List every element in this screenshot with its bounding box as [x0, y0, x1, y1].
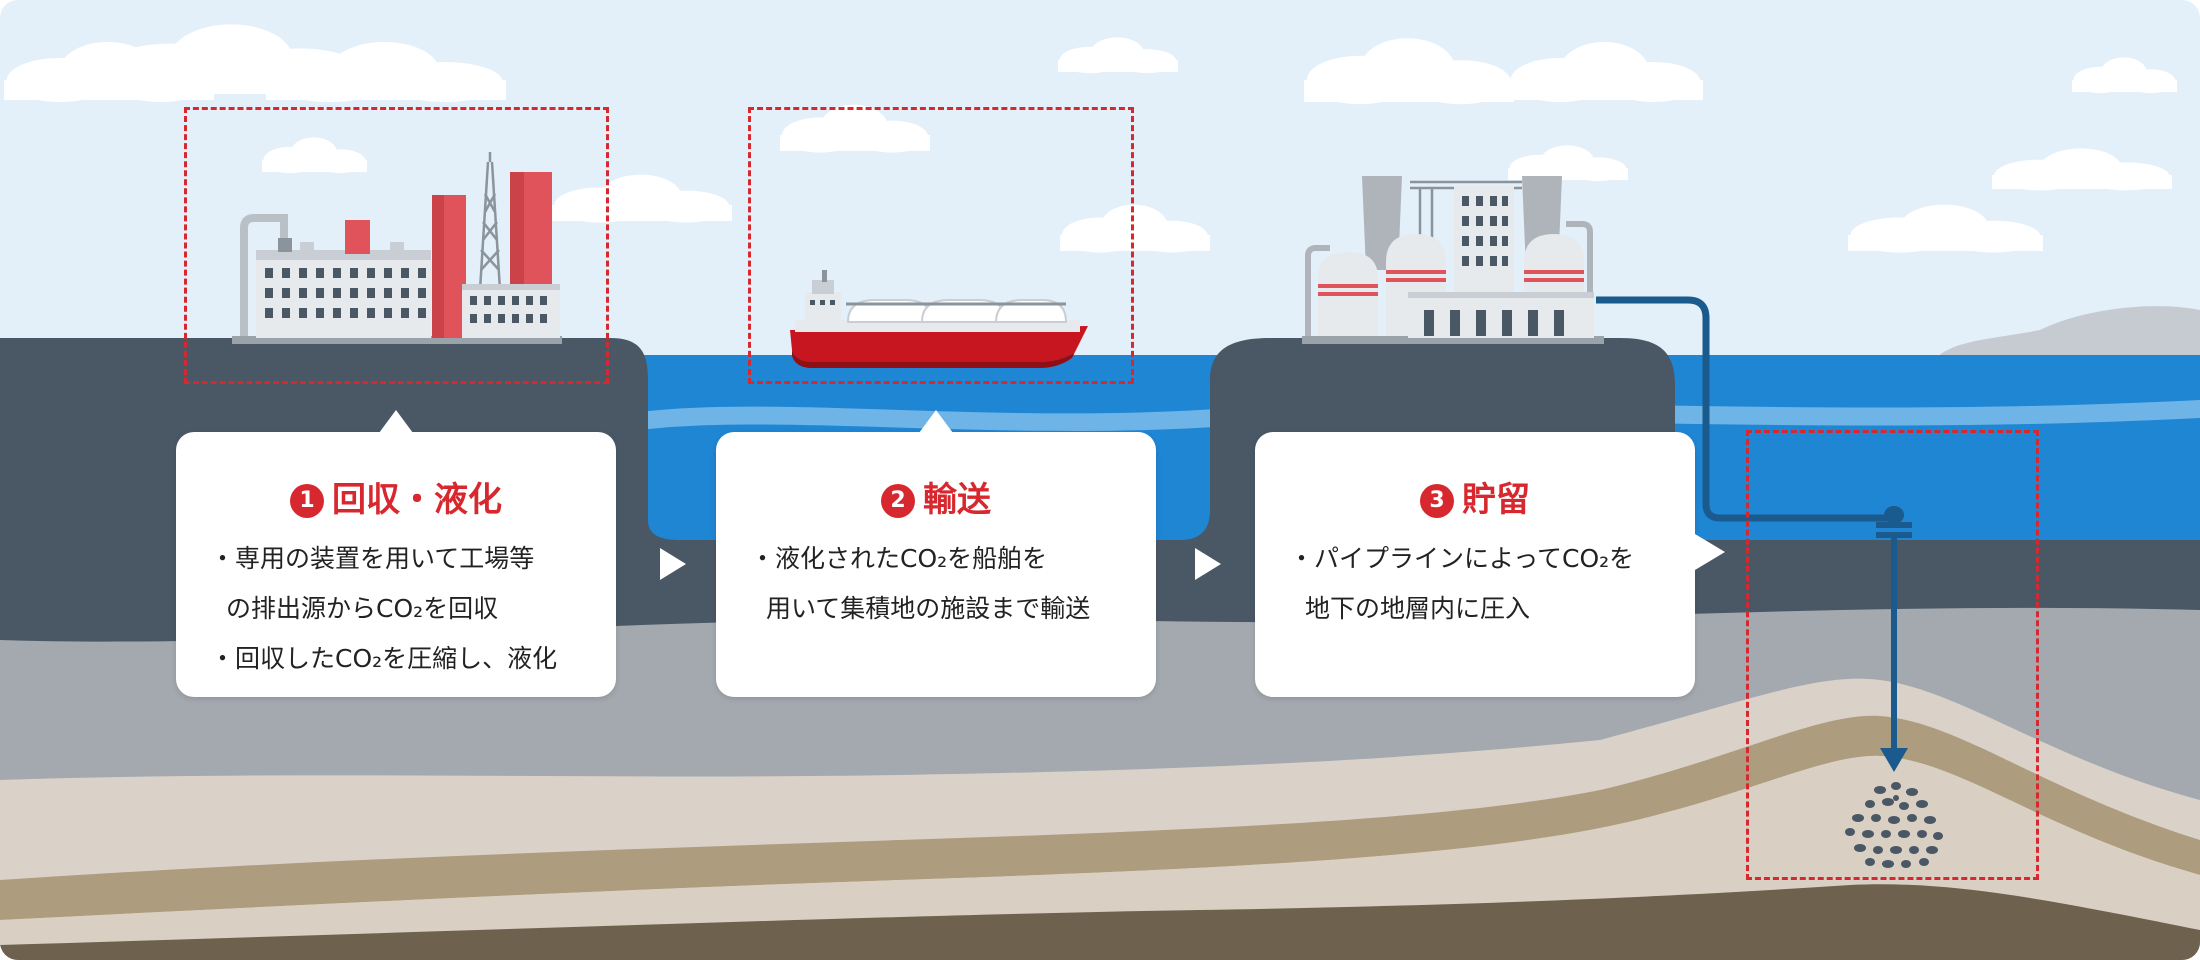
- step-text-line: の排出源からCO₂を回収: [226, 594, 499, 623]
- injection-well-icon: [1596, 296, 1943, 868]
- step-text-line: ・液化されたCO₂を船舶を: [750, 544, 1048, 573]
- strata-dark: [0, 884, 2200, 960]
- distant-hill: [1930, 306, 2200, 368]
- step-text-line: ・パイプラインによってCO₂を: [1289, 544, 1635, 573]
- card-notch: [919, 410, 953, 433]
- highlight-box-capture: [184, 107, 609, 384]
- step-text-line: 地下の地層内に圧入: [1305, 594, 1531, 623]
- flow-arrow-icon: [1695, 534, 1725, 570]
- highlight-box-transport: [748, 107, 1134, 384]
- flow-arrow-icon: [1195, 548, 1221, 580]
- step-number-badge: 2: [881, 484, 915, 518]
- step-text-line: ・専用の装置を用いて工場等: [210, 544, 535, 573]
- step-title-text: 輸送: [923, 480, 991, 520]
- lng-ship-icon: [790, 270, 1088, 368]
- step-title-text: 貯留: [1462, 480, 1530, 520]
- strata-light-low: [0, 755, 2200, 945]
- step-number-badge: 1: [290, 484, 324, 518]
- step-number-badge: 3: [1420, 484, 1454, 518]
- storage-plant-icon: [1302, 176, 1604, 344]
- factory-icon: [232, 152, 562, 344]
- step-text-line: ・回収したCO₂を圧縮し、液化: [210, 644, 558, 673]
- step-title-text: 回収・液化: [332, 480, 502, 520]
- step-text-line: 用いて集積地の施設まで輸送: [766, 594, 1091, 623]
- flow-arrow-icon: [660, 548, 686, 580]
- highlight-box-storage: [1746, 430, 2039, 880]
- strata-tan: [0, 715, 2200, 920]
- card-notch: [379, 410, 413, 433]
